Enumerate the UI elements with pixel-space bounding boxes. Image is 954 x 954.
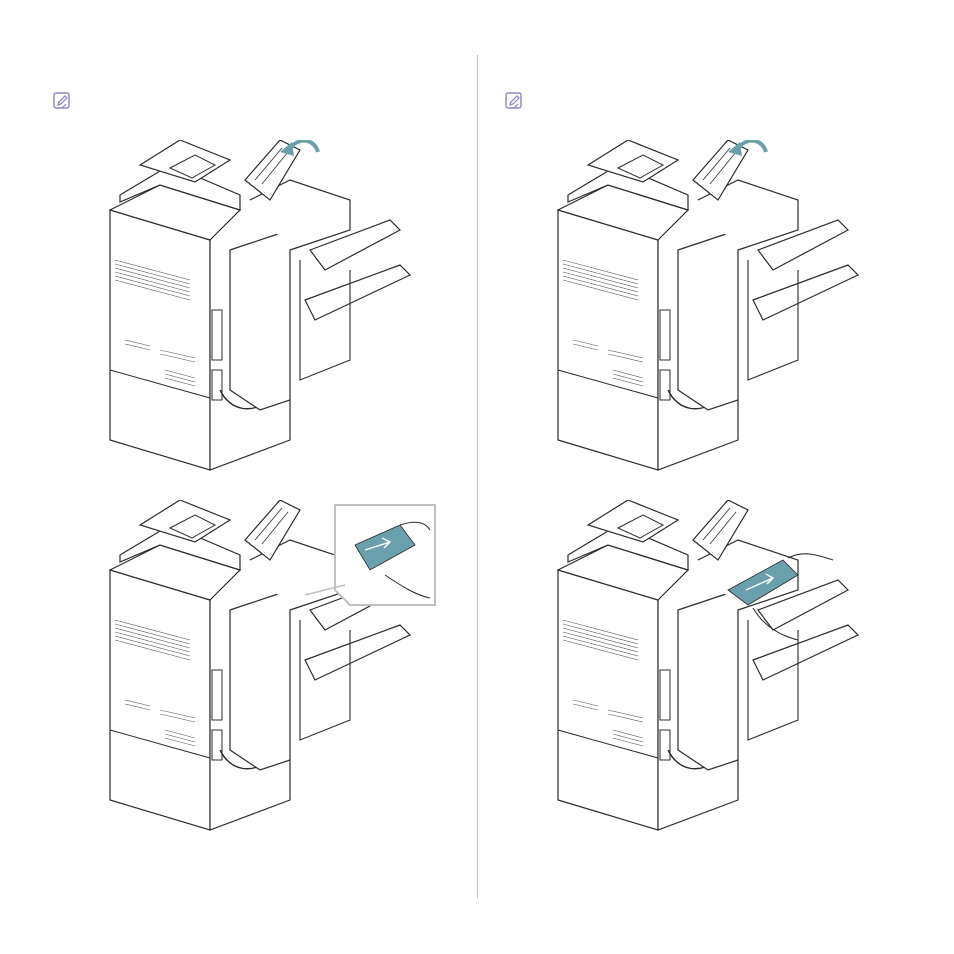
figure-finisher-cover-open <box>548 140 888 480</box>
printer-jam-removal-hands-icon <box>548 500 888 840</box>
printer-jam-removal-zoom-icon <box>100 500 440 840</box>
note-pencil-icon <box>52 91 72 111</box>
figure-jam-removal-hands <box>548 500 888 840</box>
figure-jam-removal-zoom <box>100 500 440 840</box>
note-pencil-icon <box>504 91 524 111</box>
column-divider <box>477 55 478 898</box>
printer-finisher-cover-open-icon <box>548 140 888 480</box>
figure-finisher-cover-open <box>100 140 440 480</box>
printer-finisher-cover-open-icon <box>100 140 440 480</box>
